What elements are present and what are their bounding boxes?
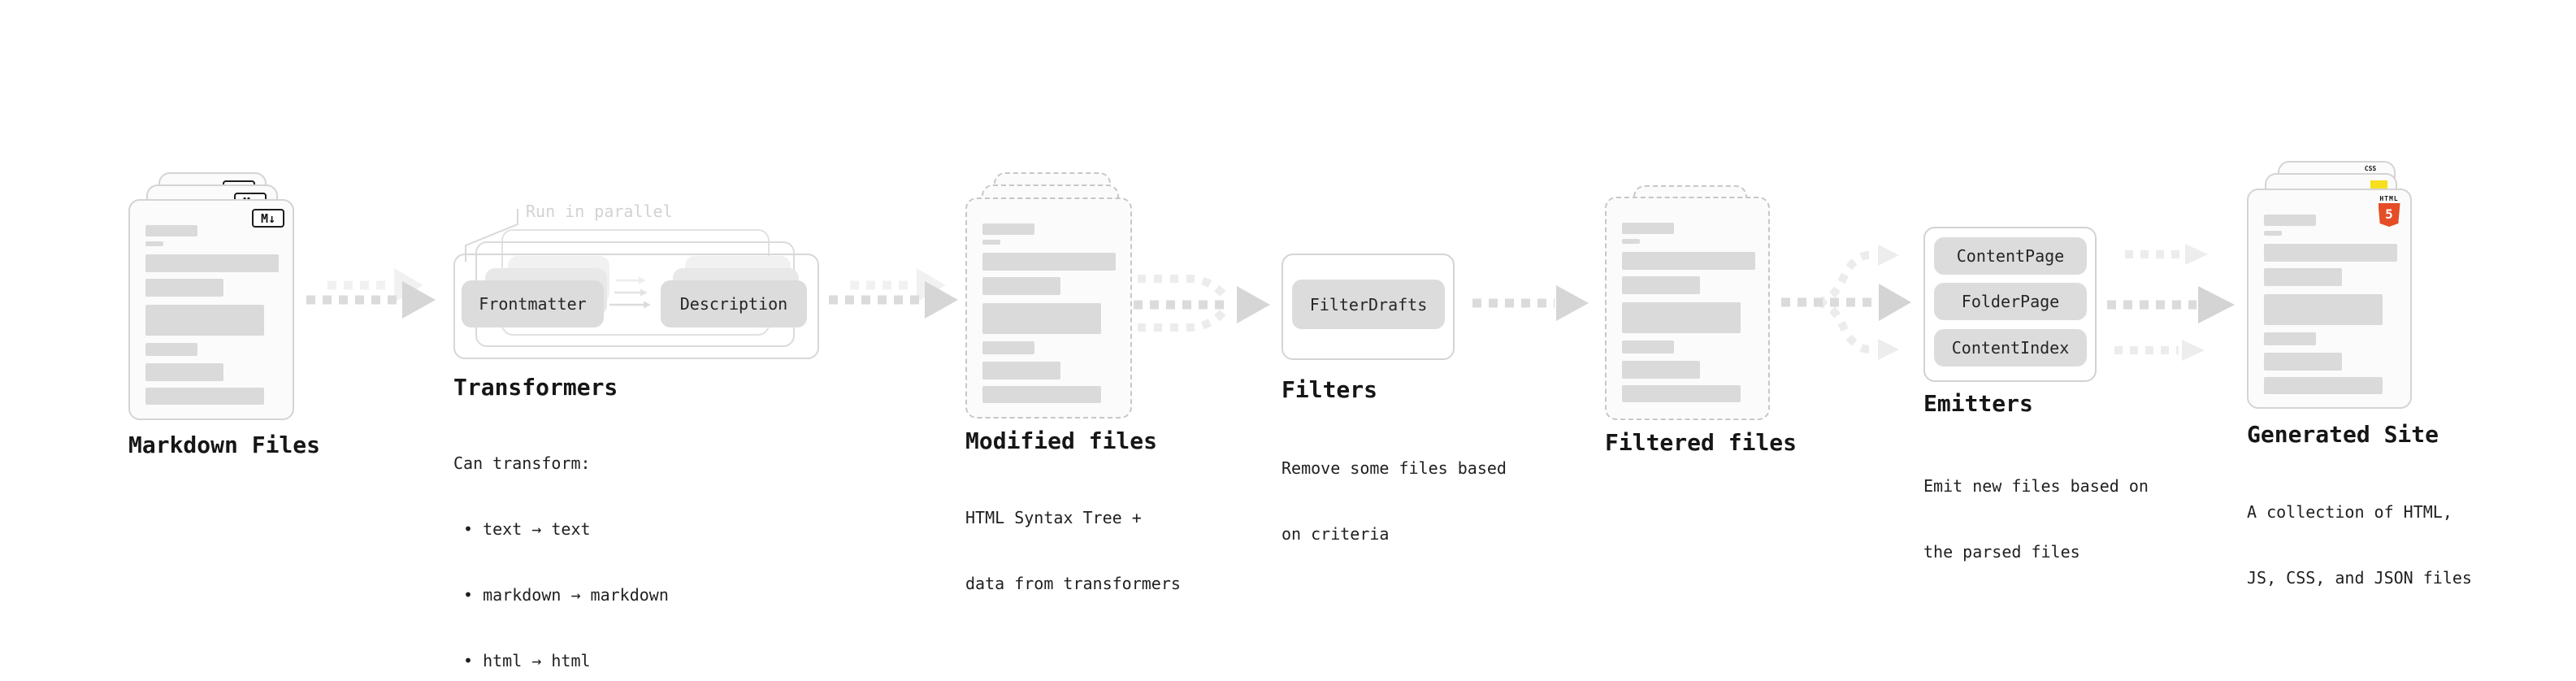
pill-label: Description (679, 294, 788, 314)
text-placeholder-bar (1622, 302, 1741, 333)
text-placeholder-bar (2264, 294, 2383, 325)
stage-label-generated-site: Generated Site (2247, 421, 2439, 448)
document-placeholder-lines (130, 201, 293, 419)
stage-label-modified-files: Modified files (965, 427, 1158, 454)
text-placeholder-bar (2264, 231, 2282, 236)
text-placeholder-bar (982, 240, 1000, 245)
pill-label: ContentPage (1956, 246, 2065, 266)
text-placeholder-bar (982, 303, 1101, 334)
css-icon-label: CSS (2364, 165, 2377, 172)
stage-label-filters: Filters (1281, 376, 1378, 403)
filter-pill-filterdrafts: FilterDrafts (1292, 280, 1445, 329)
text-placeholder-bar (1622, 223, 1674, 234)
document-placeholder-lines (967, 199, 1130, 417)
bullet-html-to-html: • html → html (463, 651, 591, 670)
flow-arrow-markdown-to-transformers (306, 268, 436, 319)
text-placeholder-bar (2264, 268, 2342, 286)
description-line: on criteria (1281, 524, 1390, 544)
description-line: Remove some files based (1281, 458, 1507, 478)
text-placeholder-bar (145, 388, 264, 405)
file-card-front: M↓ (128, 199, 294, 420)
flow-arrow-modified-to-filters (1134, 275, 1270, 332)
text-placeholder-bar (2264, 377, 2383, 394)
pill-label: FilterDrafts (1309, 294, 1428, 314)
stage-label-transformers: Transformers (453, 374, 618, 401)
file-card-front (965, 197, 1132, 419)
stage-label-markdown-files: Markdown Files (128, 432, 321, 458)
description-line: A collection of HTML, (2247, 502, 2452, 522)
text-placeholder-bar (1622, 252, 1755, 270)
file-card-front (1605, 197, 1770, 420)
text-placeholder-bar (145, 241, 163, 246)
stage-label-filtered-files: Filtered files (1605, 429, 1798, 456)
flow-arrow-filters-to-filtered (1472, 285, 1589, 321)
html5-icon-shield: 5 (2378, 203, 2400, 227)
description-line: data from transformers (965, 574, 1181, 593)
document-placeholder-lines (1607, 198, 1768, 419)
emitters-description: Emit new files based on the parsed files (1923, 432, 2149, 607)
stage-label-emitters: Emitters (1923, 390, 2033, 417)
description-line: JS, CSS, and JSON files (2247, 568, 2472, 588)
markdown-icon-label: M↓ (260, 210, 276, 226)
text-placeholder-bar (145, 254, 279, 272)
html5-icon-word: HTML (2379, 195, 2399, 202)
text-placeholder-bar (982, 253, 1116, 271)
bullet-text-to-text: • text → text (463, 519, 591, 539)
bullet-markdown-to-markdown: • markdown → markdown (463, 585, 669, 605)
text-placeholder-bar (145, 343, 197, 356)
text-placeholder-bar (145, 305, 264, 336)
text-placeholder-bar (1622, 361, 1700, 379)
description-line: Emit new files based on (1923, 476, 2149, 496)
filters-description: Remove some files based on criteria (1281, 414, 1507, 589)
transformers-description: Can transform: • text → text • markdown … (453, 409, 669, 681)
text-placeholder-bar (1622, 340, 1674, 354)
transformer-run-box-front (453, 254, 819, 359)
can-transform-title: Can transform: (453, 453, 591, 473)
text-placeholder-bar (2264, 332, 2316, 345)
text-placeholder-bar (982, 386, 1101, 403)
text-placeholder-bar (145, 225, 197, 236)
flow-arrow-transformers-to-modified (829, 268, 958, 319)
flow-arrow-filtered-to-emitters (1781, 245, 1911, 360)
text-placeholder-bar (982, 362, 1060, 380)
description-line: the parsed files (1923, 542, 2080, 562)
text-placeholder-bar (1622, 385, 1741, 402)
document-placeholder-lines (2249, 190, 2410, 407)
text-placeholder-bar (2264, 353, 2342, 371)
run-in-parallel-note: Run in parallel (526, 202, 673, 221)
text-placeholder-bar (145, 363, 223, 381)
html5-icon: HTML 5 (2375, 195, 2403, 227)
file-card-front-html: HTML 5 (2247, 189, 2412, 409)
transformer-pill-frontmatter: Frontmatter (462, 280, 604, 327)
text-placeholder-bar (982, 277, 1060, 295)
pill-label: ContentIndex (1951, 338, 2070, 358)
js-file-icon (2370, 180, 2387, 191)
transformer-pill-description: Description (661, 280, 807, 327)
text-placeholder-bar (982, 223, 1034, 235)
text-placeholder-bar (145, 279, 223, 297)
emitter-pill-contentindex: ContentIndex (1934, 329, 2087, 367)
text-placeholder-bar (1622, 239, 1640, 244)
pill-label: Frontmatter (479, 294, 587, 314)
emitter-pill-folderpage: FolderPage (1934, 283, 2087, 320)
text-placeholder-bar (2264, 244, 2397, 262)
flow-arrow-emitters-to-generated (2107, 244, 2235, 361)
emitter-pill-contentpage: ContentPage (1934, 237, 2087, 275)
generated-site-description: A collection of HTML, JS, CSS, and JSON … (2247, 458, 2472, 633)
description-line: HTML Syntax Tree + (965, 508, 1142, 527)
text-placeholder-bar (2264, 215, 2316, 226)
markdown-icon: M↓ (252, 209, 284, 228)
text-placeholder-bar (982, 341, 1034, 354)
parallel-step-arrows (609, 276, 651, 309)
modified-files-description: HTML Syntax Tree + data from transformer… (965, 463, 1181, 639)
pill-label: FolderPage (1961, 292, 2060, 311)
text-placeholder-bar (1622, 276, 1700, 294)
